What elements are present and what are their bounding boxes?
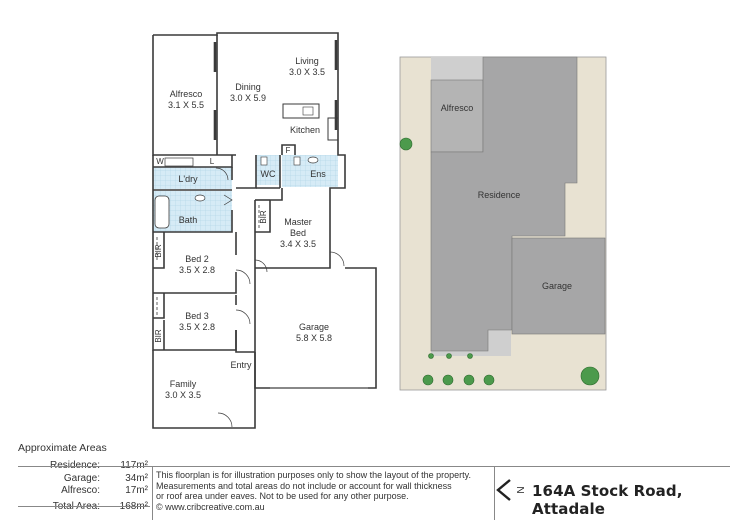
site-residence-label: Residence <box>478 190 521 200</box>
bath-basin <box>194 194 206 202</box>
disclaimer-line: or roof area under eaves. Not to be used… <box>156 491 409 501</box>
property-address: 164A Stock Road, Attadale <box>532 482 683 518</box>
dining-dims: 3.0 X 5.9 <box>230 93 266 103</box>
area-value: 117m² <box>106 460 148 473</box>
garage-dims: 5.8 X 5.8 <box>296 333 332 343</box>
site-trees <box>399 137 600 386</box>
floor-plan <box>152 32 377 429</box>
area-row: Alfresco: 17m² <box>18 485 148 498</box>
laundry-tiles <box>153 167 232 189</box>
kitchen-bench <box>327 117 339 141</box>
bed3-dims: 3.5 X 2.8 <box>179 322 215 332</box>
kitchen-label: Kitchen <box>290 125 320 135</box>
area-value: 34m² <box>125 472 148 484</box>
area-label: Garage: <box>63 472 100 484</box>
areas-table: Approximate Areas Residence: 117m² Garag… <box>18 442 148 513</box>
site-alfresco <box>430 79 484 153</box>
site-garage-label: Garage <box>542 281 572 291</box>
bathtub <box>154 195 170 229</box>
area-row: Residence: 117m² <box>18 460 148 473</box>
family-wall <box>152 350 256 429</box>
ensuite-label: Ens <box>310 169 326 179</box>
alfresco-dims: 3.1 X 5.5 <box>168 100 204 110</box>
wc-label: WC <box>261 169 276 179</box>
garage-wall <box>254 267 377 389</box>
bir-label-bed3: BIR <box>154 329 163 343</box>
master-dims: 3.4 X 3.5 <box>280 239 316 249</box>
kitchen-island <box>282 103 320 119</box>
area-label: Alfresco: <box>61 485 100 496</box>
disclaimer-credit: © www.cribcreative.com.au <box>156 501 265 512</box>
north-label: N <box>516 486 527 493</box>
area-value: 17m² <box>125 485 148 496</box>
laundry-label: L'dry <box>178 174 198 184</box>
divider-vertical-2 <box>494 466 495 520</box>
disclaimer-line: Measurements and total areas do not incl… <box>156 480 452 491</box>
bir-label-bed2: BIR <box>154 244 163 258</box>
fridge-label: F <box>286 146 291 155</box>
entry-label: Entry <box>230 360 252 370</box>
bed2-label: Bed 2 <box>185 254 209 264</box>
divider-top <box>18 466 730 467</box>
site-garage <box>511 237 606 335</box>
bed2-dims: 3.5 X 2.8 <box>179 265 215 275</box>
divider-total <box>18 506 150 507</box>
area-row: Garage: 34m² <box>18 473 148 486</box>
outer-wall <box>153 32 346 269</box>
family-dims: 3.0 X 3.5 <box>165 390 201 400</box>
living-label: Living <box>295 56 319 66</box>
living-dims: 3.0 X 3.5 <box>289 67 325 77</box>
garage-label: Garage <box>299 322 329 332</box>
floor-plan-labels: Alfresco 3.1 X 5.5 Dining 3.0 X 5.9 Livi… <box>154 56 332 400</box>
north-arrow-icon: N <box>496 479 527 501</box>
laundry-l-label: L <box>210 157 215 166</box>
wc-toilet <box>260 156 268 166</box>
bed3-label: Bed 3 <box>185 311 209 321</box>
site-plan: Alfresco Residence Garage <box>399 56 607 391</box>
master-label-2: Bed <box>290 228 306 238</box>
dining-label: Dining <box>235 82 261 92</box>
alfresco-label: Alfresco <box>170 89 203 99</box>
divider-vertical <box>152 466 153 520</box>
bath-label: Bath <box>179 215 198 225</box>
area-label: Residence: <box>18 460 100 473</box>
areas-title: Approximate Areas <box>18 442 107 454</box>
site-alfresco-label: Alfresco <box>441 103 474 113</box>
master-label: Master <box>284 217 312 227</box>
laundry-w-label: W <box>156 157 164 166</box>
wc-tiles <box>256 155 280 185</box>
disclaimer-line: This floorplan is for illustration purpo… <box>156 470 471 480</box>
family-label: Family <box>170 379 197 389</box>
disclaimer: This floorplan is for illustration purpo… <box>156 470 496 512</box>
bir-label-master: BIR <box>259 210 268 224</box>
